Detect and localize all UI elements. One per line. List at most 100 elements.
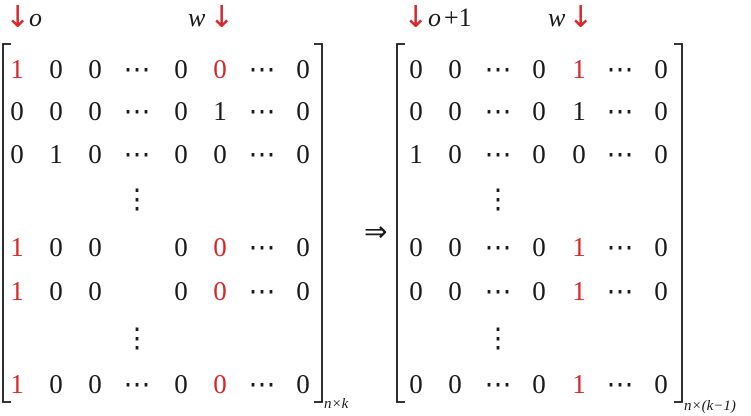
arrow-down-icon: ↓ — [209, 0, 234, 35]
right-matrix-cell: 1 — [572, 232, 586, 262]
right-matrix-cell: 1 — [572, 96, 586, 126]
left-matrix-ellipsis: ⋯ — [249, 96, 276, 126]
right-matrix-ellipsis: ⋯ — [607, 54, 634, 84]
right-matrix-cell: 0 — [532, 232, 546, 262]
right-matrix-ellipsis: ⋯ — [607, 139, 634, 169]
left-matrix-cell: 0 — [213, 139, 227, 169]
right-matrix-cell: 0 — [654, 96, 668, 126]
left-matrix-ellipsis: ⋯ — [249, 369, 276, 399]
right-matrix-cell: 0 — [409, 54, 423, 84]
left-matrix-ellipsis: ⋯ — [124, 96, 151, 126]
left-matrix-cell: 0 — [49, 232, 63, 262]
right-matrix-cell: 0 — [448, 369, 462, 399]
right-matrix-dimension-label: n×(k−1) — [684, 398, 736, 414]
left-matrix-ellipsis: ⋯ — [124, 139, 151, 169]
right-matrix-cell: 0 — [448, 96, 462, 126]
left-matrix-ellipsis: ⋯ — [249, 54, 276, 84]
arrow-down-icon: ↓ — [5, 0, 30, 35]
left-matrix-cell: 0 — [296, 276, 310, 306]
left-matrix-cell: 1 — [10, 369, 24, 399]
left-matrix-cell: 0 — [174, 276, 188, 306]
left-matrix-cell: 0 — [213, 276, 227, 306]
right-matrix-open-bracket — [396, 43, 405, 403]
right-matrix-cell: 0 — [654, 276, 668, 306]
left-matrix-cell: 0 — [49, 96, 63, 126]
left-matrix-dimension-label: n×k — [324, 396, 349, 412]
right-header-o-label: o — [428, 3, 441, 32]
right-matrix-ellipsis: ⋮ — [485, 184, 512, 214]
left-matrix-cell: 0 — [88, 369, 102, 399]
right-matrix-cell: 0 — [448, 232, 462, 262]
right-matrix-ellipsis: ⋯ — [607, 276, 634, 306]
right-matrix-cell: 0 — [409, 232, 423, 262]
left-matrix-cell: 0 — [296, 139, 310, 169]
left-matrix-ellipsis: ⋯ — [124, 54, 151, 84]
left-matrix-cell: 0 — [296, 96, 310, 126]
right-matrix-ellipsis: ⋯ — [607, 232, 634, 262]
right-matrix-cell: 1 — [572, 276, 586, 306]
right-matrix-cell: 0 — [409, 276, 423, 306]
right-matrix-ellipsis: ⋮ — [485, 323, 512, 353]
right-matrix-cell: 0 — [572, 139, 586, 169]
left-header-o-label: o — [29, 3, 42, 32]
right-matrix-cell: 0 — [532, 54, 546, 84]
arrow-down-icon: ↓ — [568, 0, 593, 35]
left-matrix-cell: 0 — [49, 276, 63, 306]
left-matrix-ellipsis: ⋯ — [249, 276, 276, 306]
right-matrix-ellipsis: ⋯ — [485, 139, 512, 169]
arrow-down-icon: ↓ — [403, 0, 428, 35]
left-matrix-cell: 0 — [10, 139, 24, 169]
left-header: ↓ o w ↓ — [5, 0, 234, 35]
left-matrix-cell: 0 — [49, 369, 63, 399]
left-matrix-ellipsis: ⋮ — [124, 323, 151, 353]
left-matrix-cell: 0 — [88, 232, 102, 262]
right-matrix-ellipsis: ⋯ — [607, 96, 634, 126]
left-matrix-brackets — [2, 43, 323, 403]
left-matrix-open-bracket — [2, 43, 11, 403]
left-matrix-cell: 0 — [88, 139, 102, 169]
left-header-w-label: w — [188, 3, 206, 32]
right-matrix-ellipsis: ⋯ — [607, 369, 634, 399]
left-matrix-cell: 0 — [49, 54, 63, 84]
right-matrix-cell: 0 — [532, 139, 546, 169]
left-matrix-cell: 0 — [174, 139, 188, 169]
right-header-plus-one-label: +1 — [444, 3, 472, 32]
left-matrix-cell: 1 — [213, 96, 227, 126]
right-matrix-cell: 0 — [448, 54, 462, 84]
right-header: ↓ o +1 w ↓ — [403, 0, 593, 35]
right-matrix-cell: 0 — [448, 139, 462, 169]
left-matrix-cell: 0 — [213, 369, 227, 399]
left-matrix-cell: 0 — [213, 232, 227, 262]
left-matrix-cell: 1 — [10, 276, 24, 306]
right-matrix-ellipsis: ⋯ — [485, 276, 512, 306]
right-matrix-cell: 0 — [654, 369, 668, 399]
right-matrix-cell: 0 — [654, 232, 668, 262]
left-matrix-cell: 0 — [88, 54, 102, 84]
right-matrix-ellipsis: ⋯ — [485, 369, 512, 399]
right-matrix-ellipsis: ⋯ — [485, 232, 512, 262]
left-matrix-cell: 1 — [10, 232, 24, 262]
left-matrix-cell: 0 — [174, 96, 188, 126]
right-matrix-cell: 0 — [409, 96, 423, 126]
right-matrix-close-bracket — [674, 43, 683, 403]
right-matrix-brackets — [396, 43, 683, 403]
left-matrix-close-bracket — [314, 43, 323, 403]
right-matrix-cell: 0 — [654, 54, 668, 84]
left-matrix-ellipsis: ⋮ — [124, 184, 151, 214]
right-matrix-cell: 0 — [409, 369, 423, 399]
implies-arrow-icon: ⇒ — [364, 215, 387, 248]
left-matrix-ellipsis: ⋯ — [249, 232, 276, 262]
left-matrix-cell: 1 — [10, 54, 24, 84]
right-matrix-cell: 1 — [572, 369, 586, 399]
left-matrix-cell: 0 — [296, 369, 310, 399]
left-matrix-cell: 0 — [88, 96, 102, 126]
left-matrix-cell: 0 — [296, 54, 310, 84]
left-matrix-cell: 1 — [49, 139, 63, 169]
left-matrix-cell: 0 — [10, 96, 24, 126]
left-matrix-cell: 0 — [88, 276, 102, 306]
right-matrix-cell: 0 — [532, 276, 546, 306]
left-matrix-cell: 0 — [296, 232, 310, 262]
